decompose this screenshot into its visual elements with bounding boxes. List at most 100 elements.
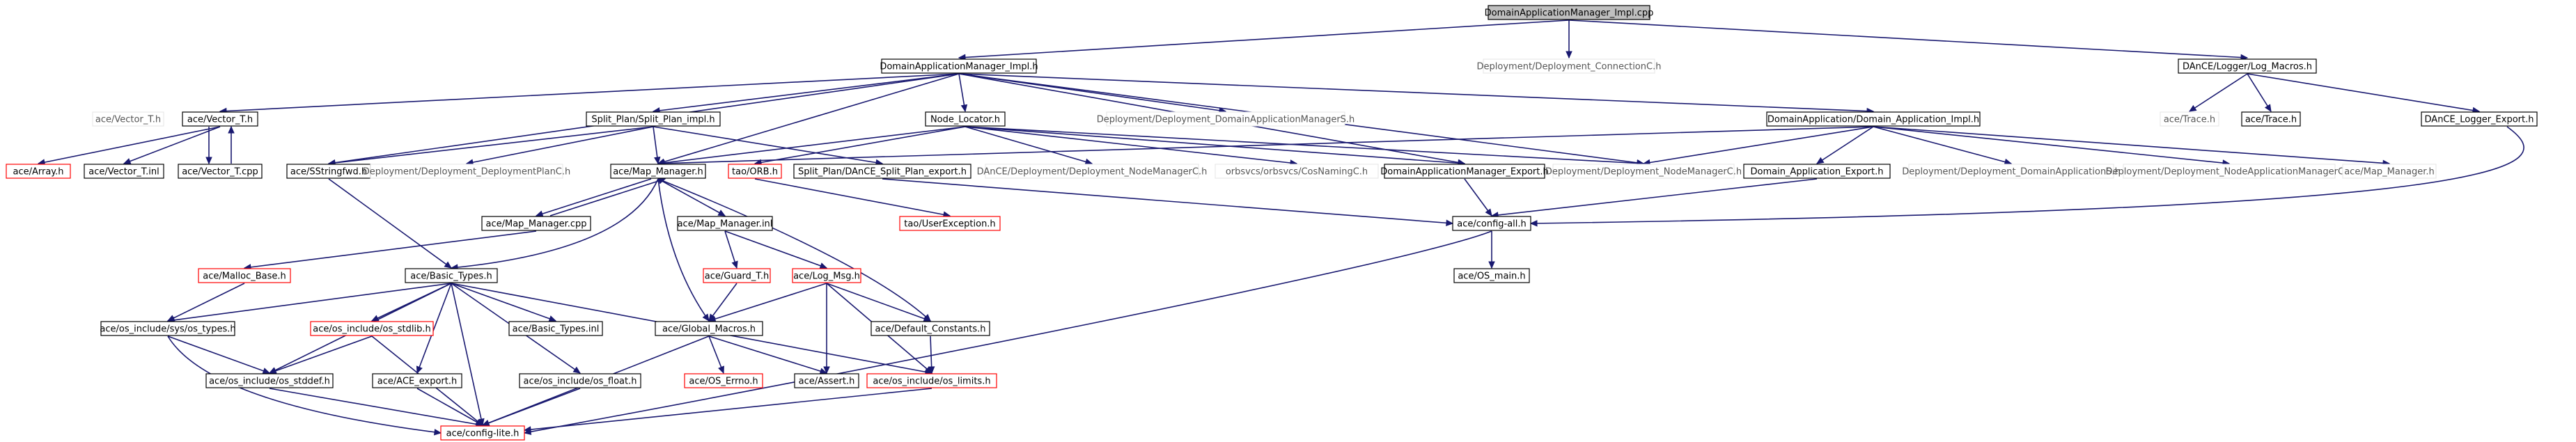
node-box	[519, 373, 641, 388]
edge-ossystypes-to-osstddef	[167, 336, 271, 374]
node-label: ace/Trace.h	[2245, 115, 2297, 125]
node-aceexport[interactable]: ace/ACE_export.h	[372, 373, 462, 388]
node-osmain[interactable]: ace/OS_main.h	[1453, 268, 1530, 283]
node-label: Split_Plan/DAnCE_Split_Plan_export.h	[798, 167, 967, 177]
node-root[interactable]: DomainApplicationManager_Impl.cpp	[1485, 5, 1654, 20]
node-globalmacros[interactable]: ace/Global_Macros.h	[655, 321, 763, 336]
node-loggerexport[interactable]: DAnCE_Logger_Export.h	[2421, 111, 2538, 127]
node-box	[2241, 111, 2301, 127]
node-aceassert[interactable]: ace/Assert.h	[794, 373, 859, 388]
node-box	[1766, 111, 1981, 127]
node-vectortinl[interactable]: ace/Vector_T.inl	[84, 164, 164, 179]
edge-damimpl-to-splitplanimpl	[652, 73, 960, 114]
edge-mapmanager-to-mapmanagerinl	[657, 178, 726, 216]
node-guardt[interactable]: ace/Guard_T.h	[703, 268, 771, 283]
node-label: ace/OS_Errno.h	[689, 377, 758, 387]
edge-defconst-to-oslimits	[928, 336, 935, 374]
edge-daimpl-to-depdaS	[1873, 126, 2013, 166]
node-mallocbase[interactable]: ace/Malloc_Base.h	[198, 268, 291, 283]
node-box	[1908, 164, 2114, 179]
edge-osfloat-to-configlite	[481, 388, 581, 427]
node-daimpl[interactable]: DomainApplication/Domain_Application_Imp…	[1766, 111, 1981, 127]
node-sstringfwd[interactable]: ace/SStringfwd.h	[286, 164, 371, 179]
node-box	[2178, 58, 2317, 74]
node-splitexport[interactable]: Split_Plan/DAnCE_Split_Plan_export.h	[793, 164, 971, 179]
node-box	[508, 321, 603, 336]
node-configall[interactable]: ace/config-all.h	[1452, 216, 1531, 231]
node-depdaS: Deployment/Deployment_DomainApplicationS…	[1902, 164, 2121, 179]
node-box	[2421, 111, 2538, 127]
node-box	[310, 321, 434, 336]
node-vectortcpp[interactable]: ace/Vector_T.cpp	[178, 164, 263, 179]
node-configlite[interactable]: ace/config-lite.h	[440, 425, 525, 441]
node-logmsg[interactable]: ace/Log_Msg.h	[792, 268, 861, 283]
edge-oslimits-to-configlite	[523, 388, 932, 433]
edge-vectorth-to-acearray	[37, 126, 221, 166]
node-box	[871, 321, 990, 336]
node-ossystypes[interactable]: ace/os_include/sys/os_types.h	[100, 321, 236, 336]
node-box	[2123, 164, 2336, 179]
node-damimpl[interactable]: DomainApplicationManager_Impl.h	[880, 58, 1038, 74]
node-usrexc[interactable]: tao/UserException.h	[899, 216, 1001, 231]
node-defconst[interactable]: ace/Default_Constants.h	[871, 321, 990, 336]
node-damexport[interactable]: DomainApplicationManager_Export.h	[1380, 164, 1549, 179]
edge-taoorb-to-usrexc	[754, 178, 951, 218]
edge-logmsg-to-aceassert	[823, 283, 830, 374]
node-vectorth[interactable]: ace/Vector_T.h	[182, 111, 258, 127]
edge-damimpl-to-nodelocator	[958, 73, 968, 113]
node-box	[1488, 5, 1650, 20]
node-mapmanager[interactable]: ace/Map_Manager.h	[610, 164, 706, 179]
node-basictypesinl[interactable]: ace/Basic_Types.inl	[508, 321, 603, 336]
node-label: Domain_Application_Export.h	[1750, 167, 1883, 177]
edge-damimpl-to-daimpl	[958, 73, 1875, 115]
edge-loggerexport-to-configall	[1529, 126, 2524, 227]
node-box	[100, 321, 235, 336]
edge-nodelocator-to-depnmc2	[965, 126, 1645, 167]
node-taoorb[interactable]: tao/ORB.h	[728, 164, 782, 179]
node-box	[84, 164, 164, 179]
node-mapmanagerinl[interactable]: ace/Map_Manager.inl	[677, 216, 773, 231]
node-acearray[interactable]: ace/Array.h	[6, 164, 71, 179]
node-label: ace/SStringfwd.h	[290, 167, 367, 177]
node-label: Node_Locator.h	[930, 115, 1000, 125]
node-label: tao/UserException.h	[904, 219, 995, 230]
node-nodelocator[interactable]: Node_Locator.h	[925, 111, 1006, 127]
edge-basictypes-to-basictypesinl	[451, 283, 557, 322]
node-label: ace/Log_Msg.h	[793, 271, 860, 282]
node-acetrace[interactable]: ace/Trace.h	[2241, 111, 2301, 127]
node-label: DomainApplicationManager_Impl.h	[880, 62, 1038, 72]
edge-damexport-to-configall	[1464, 178, 1492, 216]
edge-mapmanager-to-defconst	[657, 178, 931, 322]
edge-vectortcpp-to-vectorth	[228, 125, 235, 164]
node-label: Deployment/Deployment_DomainApplicationS…	[1902, 167, 2121, 177]
edge-daimpl-to-mapmanager_ext	[1873, 126, 2391, 167]
node-box	[182, 111, 258, 127]
edge-mapmanager-to-globalmacros	[657, 178, 710, 322]
edge-logmsg-to-globalmacros	[708, 283, 827, 322]
node-box	[985, 164, 1199, 179]
node-box	[586, 111, 721, 127]
node-label: ace/OS_main.h	[1458, 271, 1525, 282]
node-oserrno[interactable]: ace/OS_Errno.h	[684, 373, 763, 388]
edge-mapmanagerinl-to-logmsg	[724, 230, 828, 269]
node-logmacros[interactable]: DAnCE/Logger/Log_Macros.h	[2178, 58, 2317, 74]
node-depnmc1: DAnCE/Deployment/Deployment_NodeManagerC…	[977, 164, 1207, 179]
node-box	[1384, 164, 1545, 179]
node-label: DomainApplication/Domain_Application_Imp…	[1767, 115, 1979, 125]
node-mapmanagercpp[interactable]: ace/Map_Manager.cpp	[481, 216, 591, 231]
node-box	[866, 373, 997, 388]
node-osfloat[interactable]: ace/os_include/os_float.h	[519, 373, 641, 388]
node-osstdlib[interactable]: ace/os_include/os_stdlib.h	[310, 321, 434, 336]
node-depplanc: Deployment/Deployment_DeploymentPlanC.h	[363, 164, 570, 179]
node-basictypes[interactable]: ace/Basic_Types.h	[405, 268, 498, 283]
node-osstddef[interactable]: ace/os_include/os_stddef.h	[205, 373, 334, 388]
node-daexport[interactable]: Domain_Application_Export.h	[1743, 164, 1891, 179]
node-box	[92, 111, 164, 127]
node-depdamS: Deployment/Deployment_DomainApplicationM…	[1097, 111, 1355, 127]
node-label: ace/Assert.h	[799, 377, 855, 387]
edge-splitplanimpl-to-mapmanager	[653, 126, 661, 165]
node-oslimits[interactable]: ace/os_include/os_limits.h	[866, 373, 997, 388]
node-box	[178, 164, 263, 179]
node-splitplanimpl[interactable]: Split_Plan/Split_Plan_impl.h	[586, 111, 721, 127]
